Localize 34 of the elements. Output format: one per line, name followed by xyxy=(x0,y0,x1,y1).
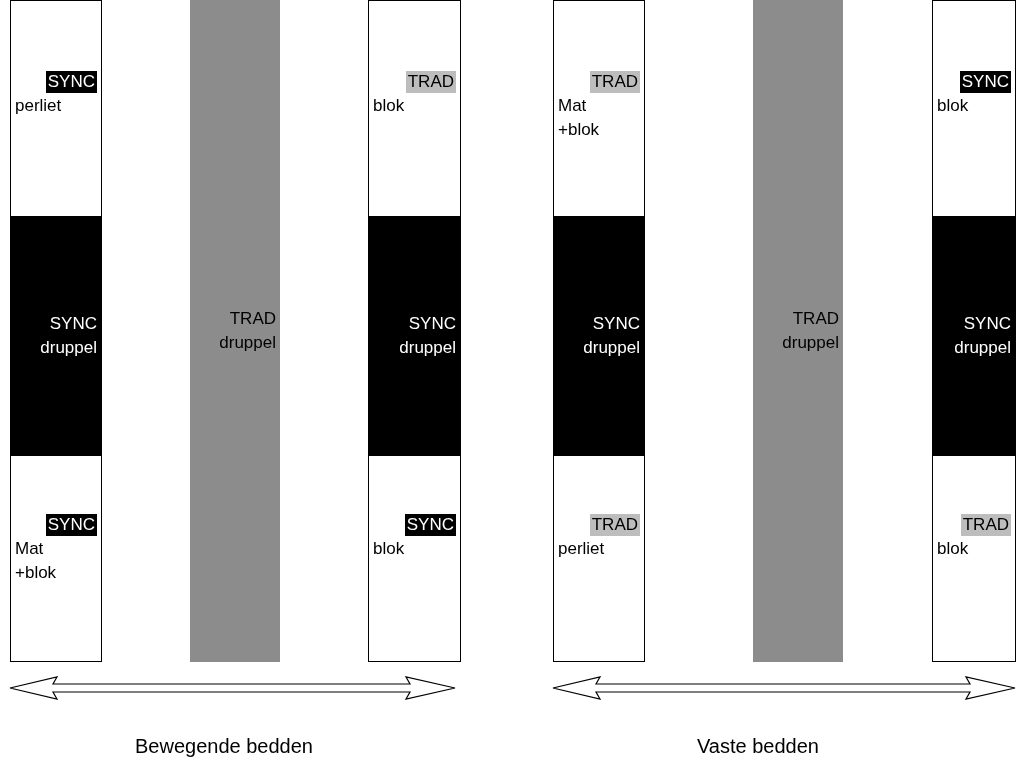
text-label: Mat +blok xyxy=(558,95,601,141)
tag-label: TRAD xyxy=(589,514,640,536)
middle-band xyxy=(11,216,101,456)
text-label: blok xyxy=(937,538,970,560)
text-label: SYNC druppel xyxy=(39,313,97,359)
caption-label: Bewegende bedden xyxy=(135,735,313,758)
text-label: perliet xyxy=(15,95,63,117)
text-label: TRAD druppel xyxy=(781,308,839,354)
bed-column xyxy=(753,0,843,662)
tag-label: SYNC xyxy=(404,514,456,536)
tag-label: TRAD xyxy=(960,514,1011,536)
caption-label: Vaste bedden xyxy=(697,735,819,758)
text-label: TRAD druppel xyxy=(218,308,276,354)
tag-label: TRAD xyxy=(589,71,640,93)
text-label: blok xyxy=(937,95,970,117)
tag-label: SYNC xyxy=(45,71,97,93)
tag-label: SYNC xyxy=(959,71,1011,93)
tag-label: TRAD xyxy=(405,71,456,93)
tag-label: SYNC xyxy=(45,514,97,536)
bed-column xyxy=(190,0,280,662)
middle-band xyxy=(369,216,460,456)
middle-band xyxy=(554,216,644,456)
text-label: perliet xyxy=(558,538,606,560)
text-label: SYNC druppel xyxy=(398,313,456,359)
text-label: Mat +blok xyxy=(15,538,58,584)
bed-column xyxy=(553,0,645,662)
text-label: SYNC druppel xyxy=(582,313,640,359)
middle-band xyxy=(933,216,1015,456)
bed-column xyxy=(368,0,461,662)
text-label: blok xyxy=(373,95,406,117)
text-label: blok xyxy=(373,538,406,560)
bed-column xyxy=(932,0,1016,662)
bed-column xyxy=(10,0,102,662)
text-label: SYNC druppel xyxy=(953,313,1011,359)
